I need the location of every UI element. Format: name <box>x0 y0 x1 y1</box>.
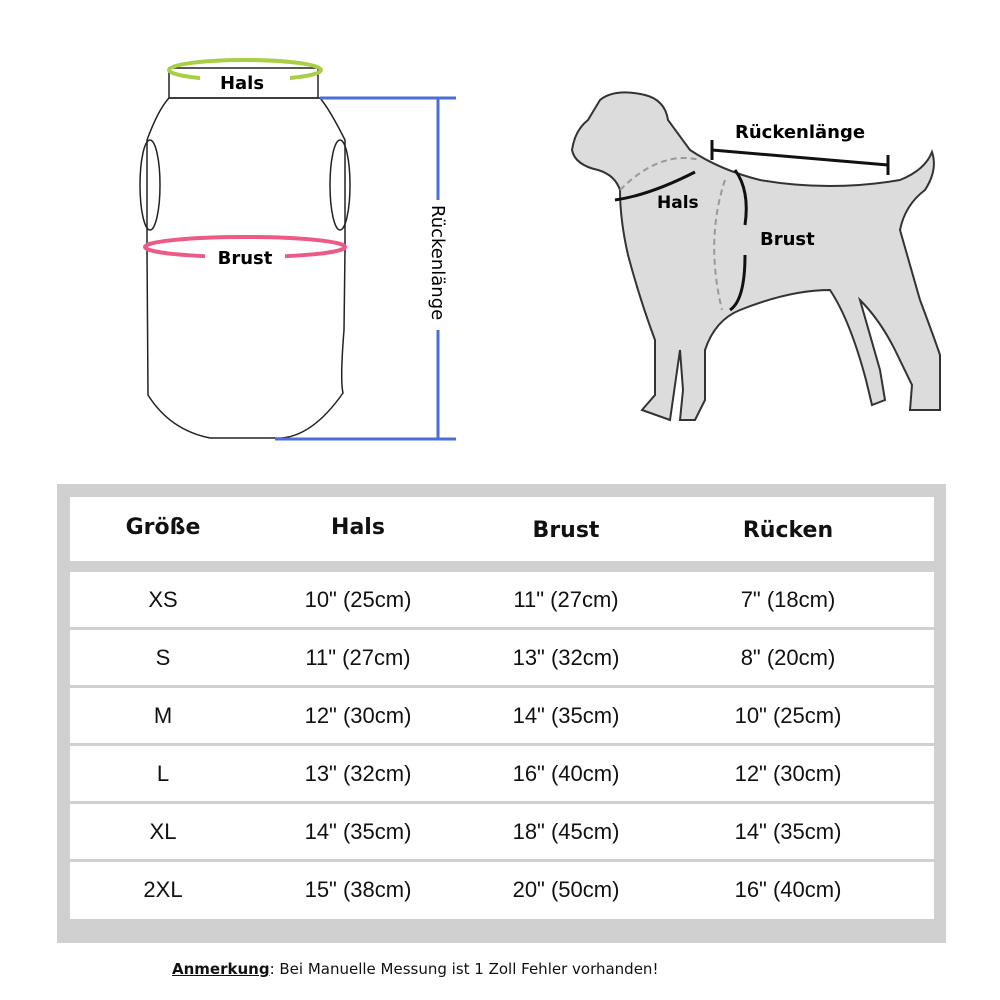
neck-cell: 11" (27cm) <box>305 645 411 670</box>
chest-cell: 16" (40cm) <box>512 761 620 786</box>
dog-neck-label: Hals <box>657 193 699 213</box>
neck-cell: 13" (32cm) <box>304 761 412 786</box>
neck-cell: 15" (38cm) <box>304 877 412 902</box>
note-text: : Bei Manuelle Messung ist 1 Zoll Fehler… <box>269 960 659 978</box>
size-cell: XS <box>148 587 178 612</box>
dog-measure-arrows <box>614 140 890 312</box>
measurement-diagrams: Hals Brust Rückenlänge Rückenlänge Hals … <box>139 58 941 441</box>
table-row: 2XL 15" (38cm) 20" (50cm) 16" (40cm) <box>70 862 934 919</box>
table-row: S 11" (27cm) 13" (32cm) 8" (20cm) <box>70 630 934 685</box>
chest-cell: 14" (35cm) <box>512 703 620 728</box>
neck-cell: 10" (25cm) <box>304 587 412 612</box>
back-cell: 7" (18cm) <box>740 587 836 612</box>
header-back: Rücken <box>742 518 834 543</box>
back-cell: 12" (30cm) <box>734 761 842 786</box>
note-label: Anmerkung <box>172 960 270 978</box>
dog-back-label: Rückenlänge <box>735 122 865 143</box>
length-measure-line <box>275 96 456 441</box>
dog-chest-label: Brust <box>760 229 815 250</box>
size-cell: L <box>156 761 170 786</box>
back-cell: 10" (25cm) <box>734 703 842 728</box>
garment-length-label: Rückenlänge <box>427 205 448 320</box>
size-table: Größe Hals Brust Rücken XS 10" (25cm) 11" … <box>57 484 946 943</box>
dog-illustration <box>570 91 941 422</box>
back-cell: 14" (35cm) <box>734 819 842 844</box>
chest-cell: 11" (27cm) <box>513 587 619 612</box>
neck-cell: 12" (30cm) <box>304 703 412 728</box>
size-cell: 2XL <box>143 877 183 902</box>
back-cell: 8" (20cm) <box>740 645 836 670</box>
size-cell: S <box>155 645 171 670</box>
garment-chest-label: Brust <box>218 248 273 269</box>
back-cell: 16" (40cm) <box>734 877 842 902</box>
table-row: XL 14" (35cm) 18" (45cm) 14" (35cm) <box>70 804 934 859</box>
table-row: M 12" (30cm) 14" (35cm) 10" (25cm) <box>70 688 934 743</box>
size-cell: M <box>153 703 173 728</box>
header-chest: Brust <box>532 518 600 543</box>
note: Anmerkung: Bei Manuelle Messung ist 1 Zo… <box>172 960 658 978</box>
table-row: XS 10" (25cm) 11" (27cm) 7" (18cm) <box>70 572 934 627</box>
table-row: L 13" (32cm) 16" (40cm) 12" (30cm) <box>70 746 934 801</box>
table-header: Größe Hals Brust Rücken <box>70 497 934 561</box>
chest-cell: 13" (32cm) <box>512 645 620 670</box>
chest-cell: 18" (45cm) <box>512 819 620 844</box>
size-cell: XL <box>149 819 177 844</box>
header-size: Größe <box>125 515 201 540</box>
garment-neck-label: Hals <box>220 73 264 94</box>
garment-diagram <box>139 67 351 439</box>
chest-cell: 20" (50cm) <box>512 877 620 902</box>
neck-cell: 14" (35cm) <box>304 819 412 844</box>
header-neck: Hals <box>331 515 385 540</box>
